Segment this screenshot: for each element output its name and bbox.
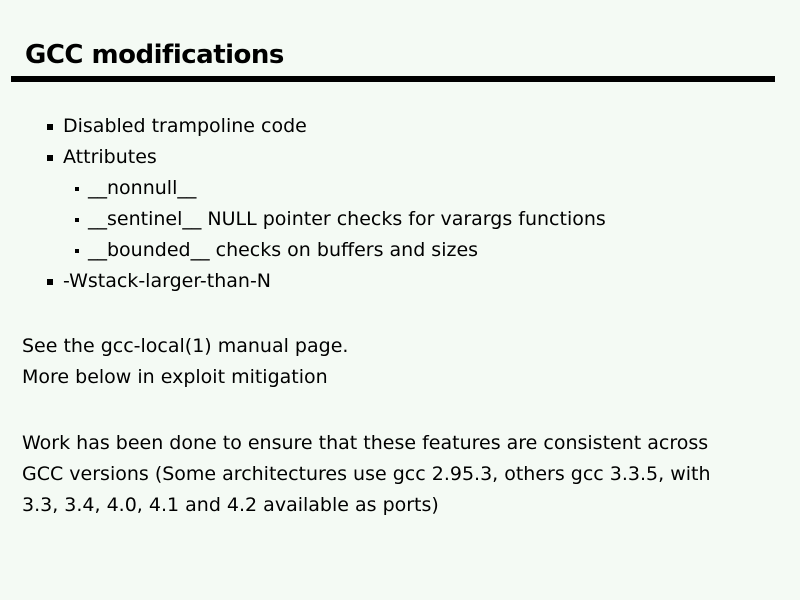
list-item-label: Attributes bbox=[63, 146, 157, 168]
bullet-square-icon bbox=[47, 278, 53, 285]
list-item-label: -Wstack-larger-than-N bbox=[63, 270, 272, 292]
list-item-label: __sentinel__ NULL pointer checks for var… bbox=[88, 208, 606, 230]
list-item-label: __bounded__ checks on buffers and sizes bbox=[88, 239, 479, 261]
bullet-square-icon bbox=[47, 123, 53, 130]
paragraph-line: GCC versions (Some architectures use gcc… bbox=[22, 463, 711, 485]
list-item-label: __nonnull__ bbox=[88, 177, 197, 199]
notes-block: See the gcc-local(1) manual page. More b… bbox=[22, 331, 348, 393]
list-item: __nonnull__ bbox=[0, 173, 800, 204]
list-item: __bounded__ checks on buffers and sizes bbox=[0, 235, 800, 266]
page-title: GCC modifications bbox=[25, 40, 284, 70]
bullet-dot-icon bbox=[75, 248, 79, 253]
paragraph-line: Work has been done to ensure that these … bbox=[22, 432, 709, 454]
list-item: -Wstack-larger-than-N bbox=[0, 266, 800, 297]
title-underline-rule bbox=[11, 76, 775, 82]
list-item: Disabled trampoline code bbox=[0, 111, 800, 142]
bullet-square-icon bbox=[47, 154, 53, 161]
bullet-list: Disabled trampoline code Attributes __no… bbox=[0, 111, 800, 297]
bullet-dot-icon bbox=[75, 217, 79, 222]
paragraph-block: Work has been done to ensure that these … bbox=[22, 428, 711, 521]
bullet-dot-icon bbox=[75, 186, 79, 191]
note-line: More below in exploit mitigation bbox=[22, 366, 328, 388]
paragraph-line: 3.3, 3.4, 4.0, 4.1 and 4.2 available as … bbox=[22, 494, 439, 516]
list-item: Attributes bbox=[0, 142, 800, 173]
note-line: See the gcc-local(1) manual page. bbox=[22, 335, 349, 357]
list-item-label: Disabled trampoline code bbox=[63, 115, 307, 137]
list-item: __sentinel__ NULL pointer checks for var… bbox=[0, 204, 800, 235]
